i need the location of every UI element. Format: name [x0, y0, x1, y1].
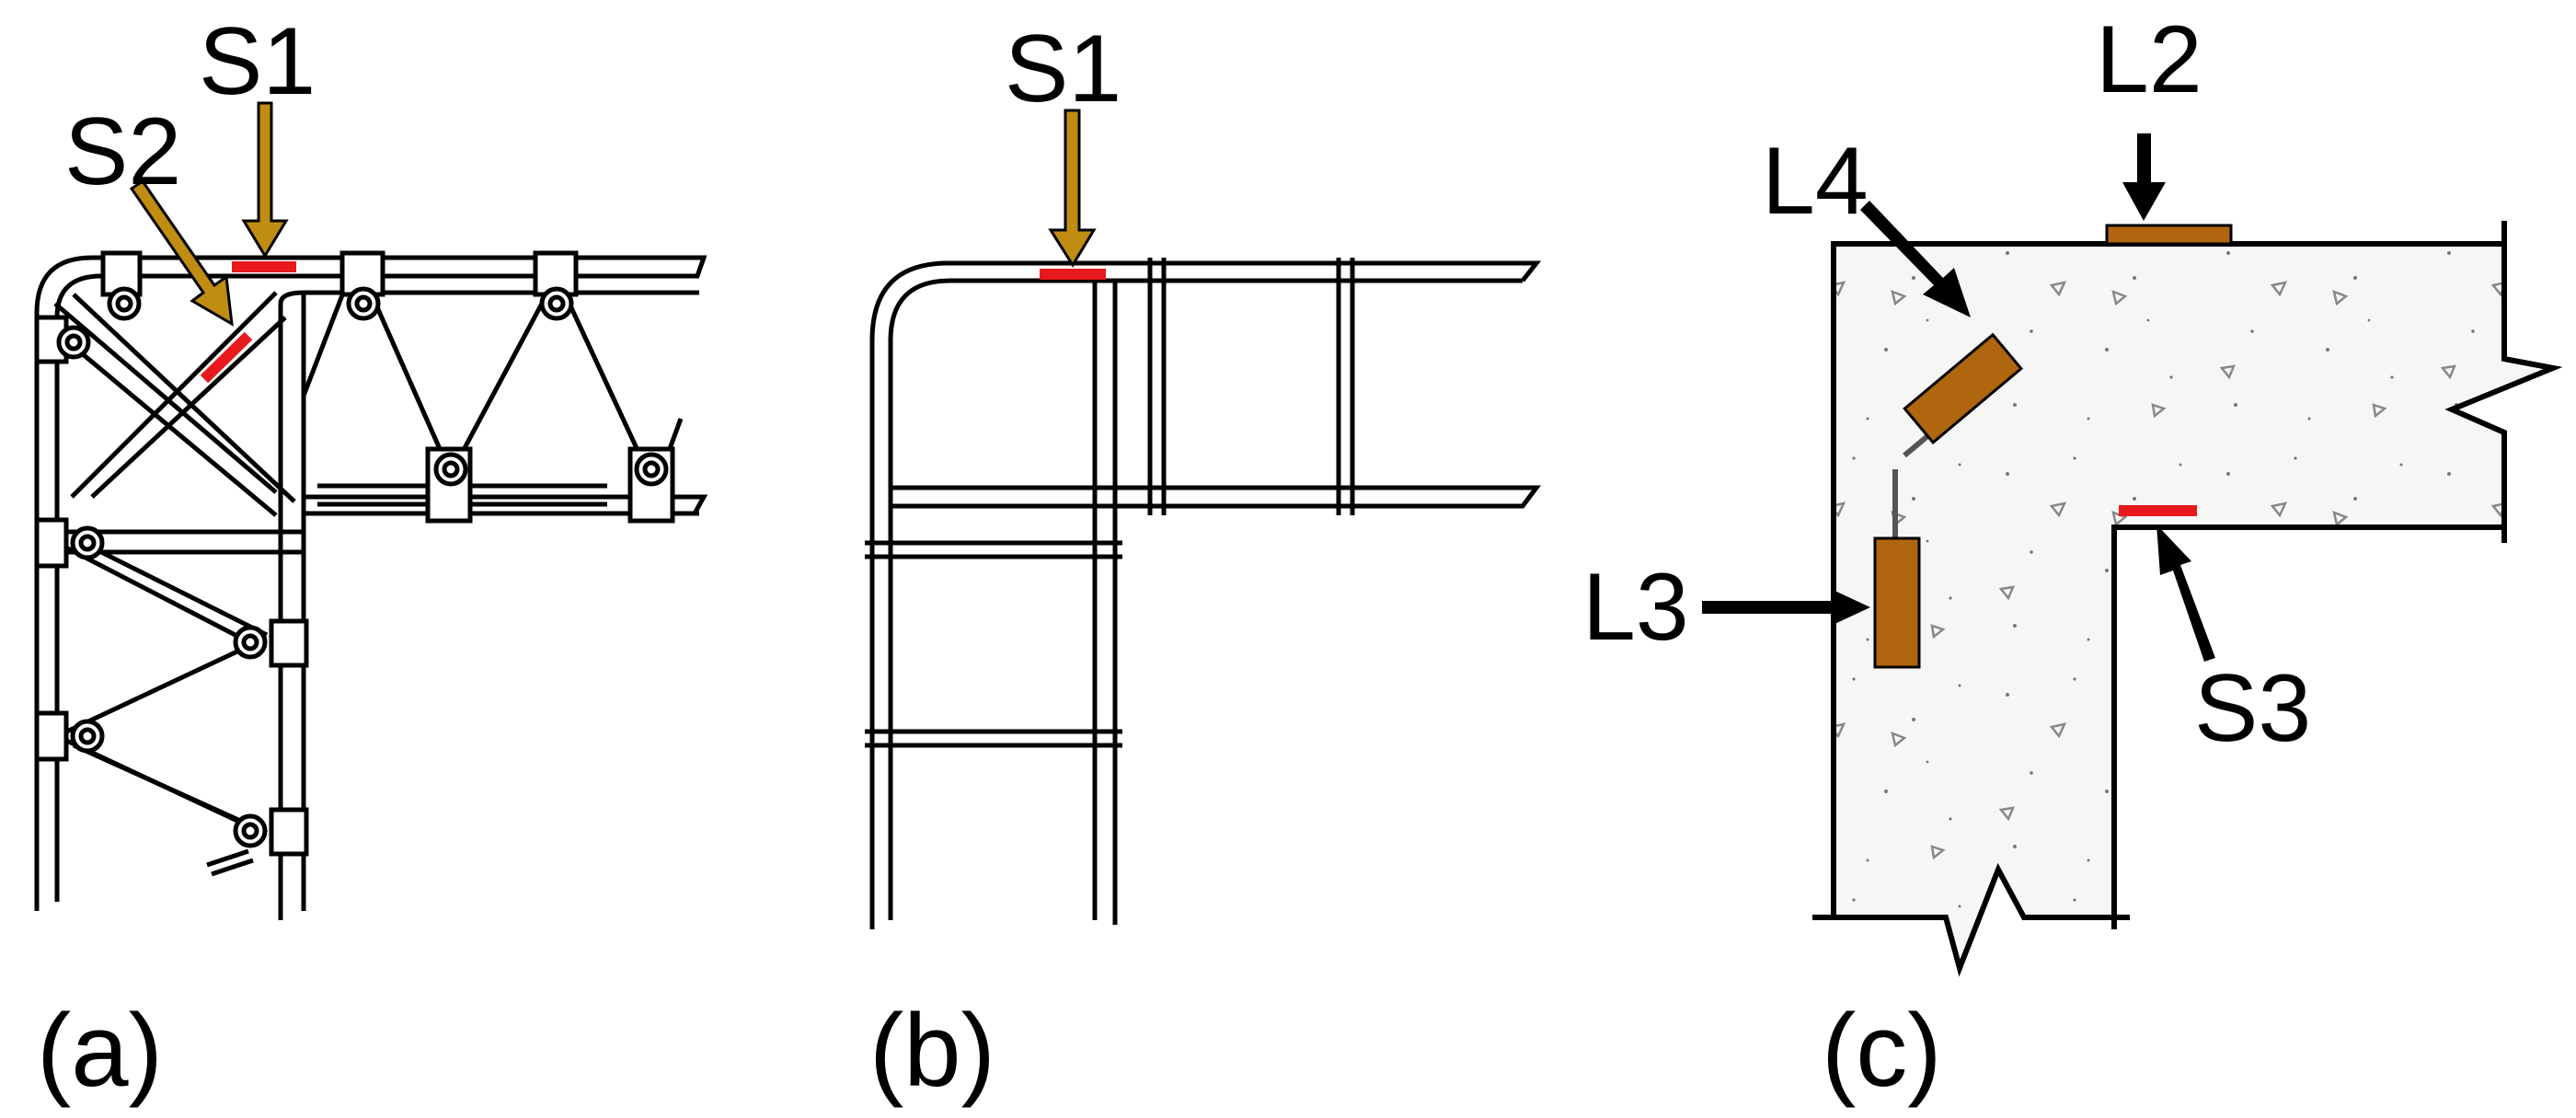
panel-a-arrow-s2	[129, 179, 234, 327]
panel-c-lvdt-l2	[2105, 224, 2233, 246]
panel-c-lvdt-l3	[1873, 469, 1921, 669]
panel-a-clamps	[34, 250, 675, 857]
panel-a: S1 S2 (a)	[34, 8, 708, 1108]
panel-b-arrow-s1	[1048, 109, 1097, 268]
panel-b-rebar	[865, 258, 1542, 929]
panel-a-strain-gauge-s2	[200, 331, 253, 384]
caption-a: (a)	[37, 993, 163, 1108]
panel-c-arrow-l2	[2122, 133, 2166, 221]
label-s3: S3	[2194, 655, 2311, 762]
panel-b: S1 (b)	[865, 16, 1542, 1108]
caption-c: (c)	[1822, 993, 1942, 1108]
label-l3: L3	[1582, 554, 1689, 661]
panel-c-lvdt-l4	[1903, 332, 2024, 458]
caption-b: (b)	[869, 993, 995, 1108]
panel-a-rebar	[34, 255, 708, 920]
panel-c: L2 L4 L3 S3 (c)	[1582, 6, 2563, 1108]
label-l2: L2	[2096, 6, 2202, 113]
panel-a-arrow-s1	[241, 101, 289, 259]
label-s2: S2	[64, 98, 181, 205]
label-l4: L4	[1762, 128, 1869, 235]
panel-c-arrow-l4	[1860, 201, 1971, 317]
panel-c-outline	[1812, 221, 2563, 977]
panel-c-arrow-l3	[1702, 589, 1870, 626]
panel-c-concrete	[1834, 244, 2553, 968]
label-s1-a: S1	[199, 8, 316, 115]
panel-c-arrow-s3	[2156, 524, 2215, 662]
label-s1-b: S1	[1005, 16, 1121, 122]
